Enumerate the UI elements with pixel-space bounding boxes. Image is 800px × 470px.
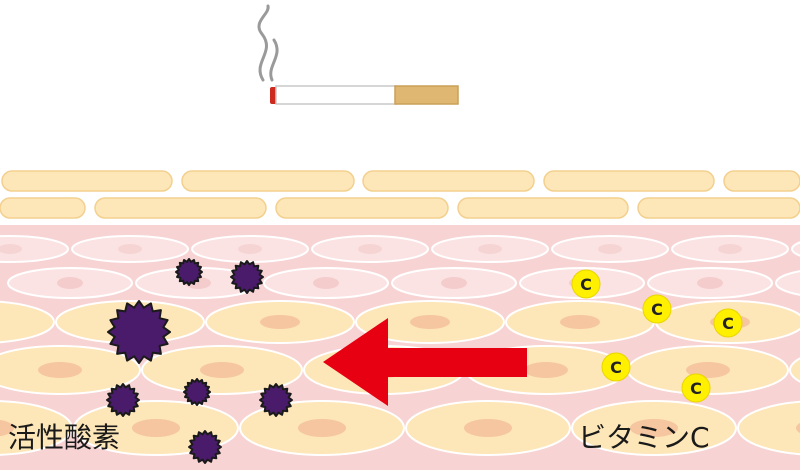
skin-cell [737, 400, 800, 456]
cigarette-filter [394, 85, 459, 105]
cell-nucleus [697, 277, 723, 289]
cell-nucleus [0, 419, 14, 437]
cell-nucleus [410, 315, 450, 329]
free-radical [175, 258, 203, 286]
vitamin-c-molecule [601, 352, 631, 382]
cell-nucleus [57, 277, 83, 289]
cell-nucleus [441, 277, 467, 289]
cell-nucleus [200, 362, 244, 378]
vitamin-c-molecules: C C C C C [571, 269, 743, 403]
cell-nucleus [0, 244, 22, 254]
cell-nucleus [118, 244, 142, 254]
stratum-corneum [0, 170, 800, 219]
skin-cell [0, 235, 69, 263]
brick-cell [275, 197, 449, 219]
vitamin-c-symbol: C [651, 300, 663, 319]
free-radical [106, 383, 140, 417]
free-radical [259, 383, 293, 417]
attack-arrow [323, 318, 527, 406]
free-radical [107, 300, 171, 364]
brick-cell [543, 170, 715, 192]
brick-cell [181, 170, 355, 192]
brick-cell [0, 197, 86, 219]
vitamin-c-symbol: C [722, 314, 734, 333]
free-radicals-label: 活性酸素 [8, 421, 121, 454]
cell-nucleus [358, 244, 382, 254]
vitamin-c-symbol: C [610, 358, 622, 377]
brick-cell [362, 170, 535, 192]
cell-nucleus [464, 419, 512, 437]
cell-nucleus [630, 419, 678, 437]
brick-cell [457, 197, 629, 219]
cell-nucleus [313, 277, 339, 289]
vitamin-c-symbol: C [690, 379, 702, 398]
skin-cell [775, 270, 800, 296]
skin-cell [0, 300, 55, 344]
skin-cell [791, 241, 800, 257]
cell-nucleus [132, 419, 180, 437]
vitamin-c-molecule [713, 308, 743, 338]
cigarette-body [275, 85, 397, 105]
cell-nucleus [260, 315, 300, 329]
cell-nucleus [718, 244, 742, 254]
cell-nucleus [524, 362, 568, 378]
cell-nucleus [38, 362, 82, 378]
vitamin-c-molecule [681, 373, 711, 403]
vitamin-c-label: ビタミンC [578, 421, 710, 454]
vitamin-c-symbol: C [580, 275, 592, 294]
smoke [257, 4, 279, 82]
vitamin-c-molecule [571, 269, 601, 299]
cell-nucleus [796, 423, 800, 433]
free-radical [188, 430, 222, 464]
brick-cell [723, 170, 800, 192]
cigarette [270, 85, 459, 105]
free-radical [183, 378, 211, 406]
free-radicals [106, 258, 293, 464]
cell-nucleus [560, 315, 600, 329]
skin-cell [789, 357, 800, 383]
vitamin-c-molecule [642, 294, 672, 324]
skin-cell [0, 400, 73, 456]
brick-cell [94, 197, 267, 219]
free-radical [230, 260, 264, 294]
cell-nucleus [478, 244, 502, 254]
brick-cell [637, 197, 800, 219]
cell-nucleus [298, 419, 346, 437]
cell-nucleus [598, 244, 622, 254]
brick-cell [1, 170, 173, 192]
cell-nucleus [238, 244, 262, 254]
